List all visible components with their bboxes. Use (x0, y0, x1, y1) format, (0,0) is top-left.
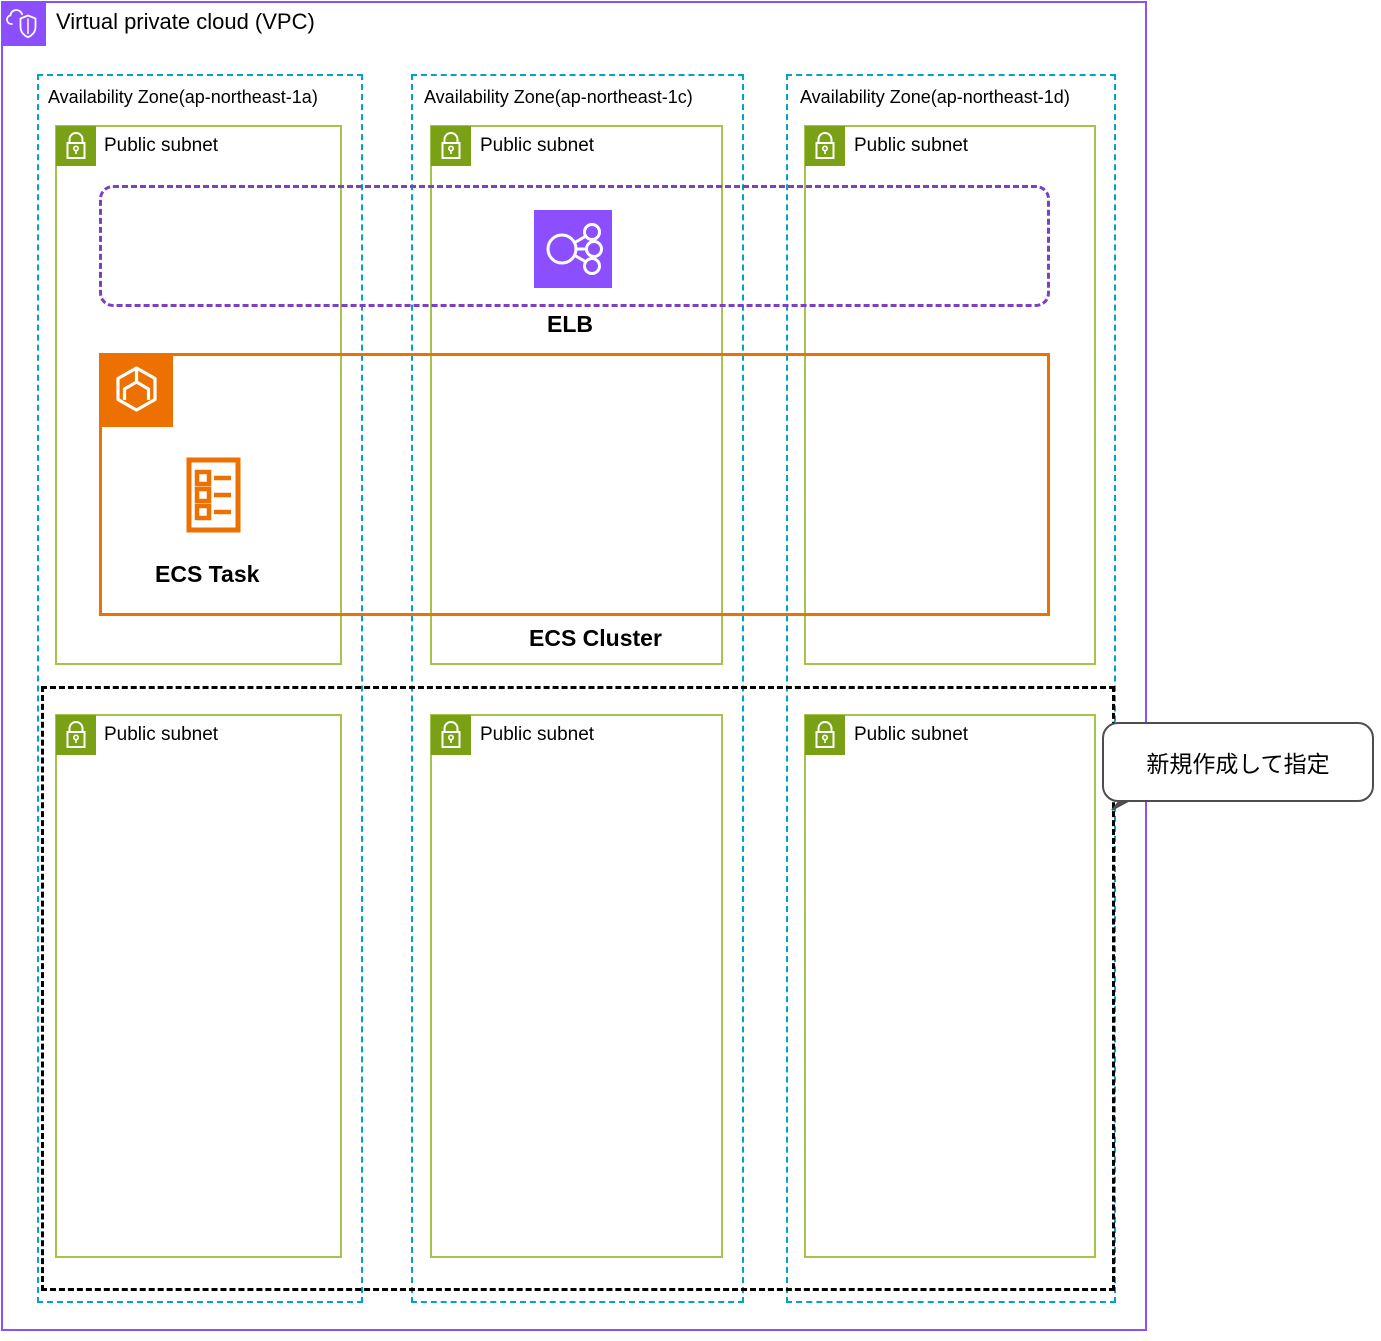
elastic-load-balancing-icon (534, 210, 612, 288)
elb-boundary (99, 185, 1050, 307)
vpc-title: Virtual private cloud (VPC) (56, 9, 315, 34)
callout-bubble: 新規作成して指定 (1102, 722, 1374, 802)
lock-icon (431, 715, 471, 755)
lock-icon (805, 126, 845, 166)
callout-text: 新規作成して指定 (1146, 751, 1330, 777)
availability-zone-1d-label: Availability Zone(ap-northeast-1d) (800, 87, 1070, 107)
lock-icon (56, 126, 96, 166)
lock-icon (431, 126, 471, 166)
lock-icon (805, 715, 845, 755)
public-subnet-label: Public subnet (480, 135, 595, 156)
vpc-boundary (1, 1, 1147, 1331)
new-subnet-group-boundary (41, 686, 1115, 1291)
public-subnet-top-1a (55, 125, 342, 665)
public-subnet-bottom-1a (55, 714, 342, 1258)
ecs-cluster-boundary (99, 353, 1050, 616)
public-subnet-label: Public subnet (104, 724, 219, 745)
elb-label: ELB (547, 311, 593, 337)
public-subnet-top-1c (430, 125, 723, 665)
availability-zone-1a-label: Availability Zone(ap-northeast-1a) (48, 87, 318, 107)
public-subnet-bottom-1c (430, 714, 723, 1258)
vpc-cloud-shield-icon (2, 2, 46, 46)
availability-zone-1c-label: Availability Zone(ap-northeast-1c) (424, 87, 693, 107)
public-subnet-label: Public subnet (104, 135, 219, 156)
ecs-cluster-hexagon-icon (100, 354, 173, 427)
lock-icon (56, 715, 96, 755)
public-subnet-label: Public subnet (480, 724, 595, 745)
ecs-task-list-icon (184, 456, 250, 536)
ecs-cluster-label: ECS Cluster (529, 625, 662, 651)
public-subnet-label: Public subnet (854, 724, 969, 745)
public-subnet-top-1d (804, 125, 1096, 665)
ecs-task-label: ECS Task (155, 561, 260, 587)
public-subnet-label: Public subnet (854, 135, 969, 156)
public-subnet-bottom-1d (804, 714, 1096, 1258)
